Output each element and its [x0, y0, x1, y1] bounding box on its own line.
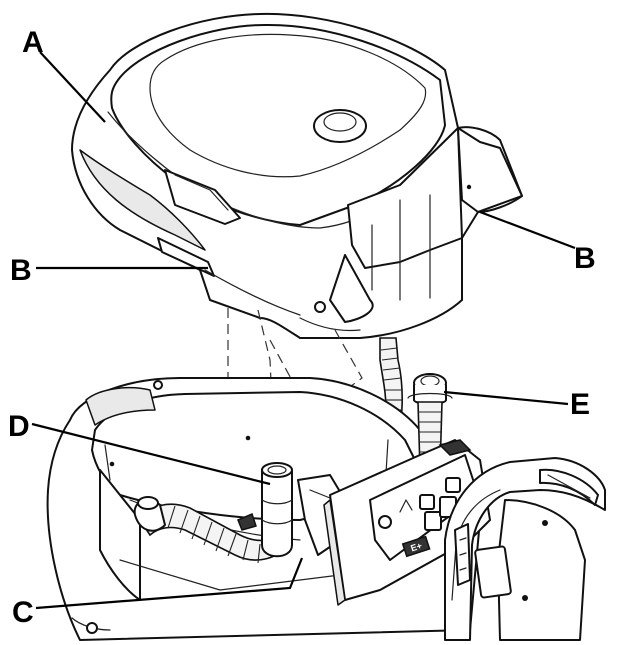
callout-labels: A B B C D E	[8, 26, 596, 629]
float-filter	[237, 462, 346, 558]
callout-leaders	[31, 51, 576, 610]
callout-label-b-left: B	[10, 254, 32, 287]
internal-hose	[133, 496, 291, 564]
callout-label-b-right: B	[574, 242, 596, 275]
leader-d	[31, 422, 271, 486]
leader-c	[35, 557, 304, 610]
control-console: E+	[323, 439, 491, 606]
callout-label-c: C	[12, 596, 34, 629]
panel-badge-text: E+	[409, 540, 423, 553]
handle	[444, 457, 606, 641]
callout-label-e: E	[570, 388, 590, 421]
panel-badge-box	[401, 535, 431, 558]
leader-b-right	[479, 210, 576, 250]
tank-lid	[71, 12, 523, 339]
callout-label-d: D	[8, 410, 30, 443]
leader-e	[443, 390, 569, 406]
callout-label-a: A	[22, 26, 44, 59]
leader-a	[39, 51, 106, 123]
